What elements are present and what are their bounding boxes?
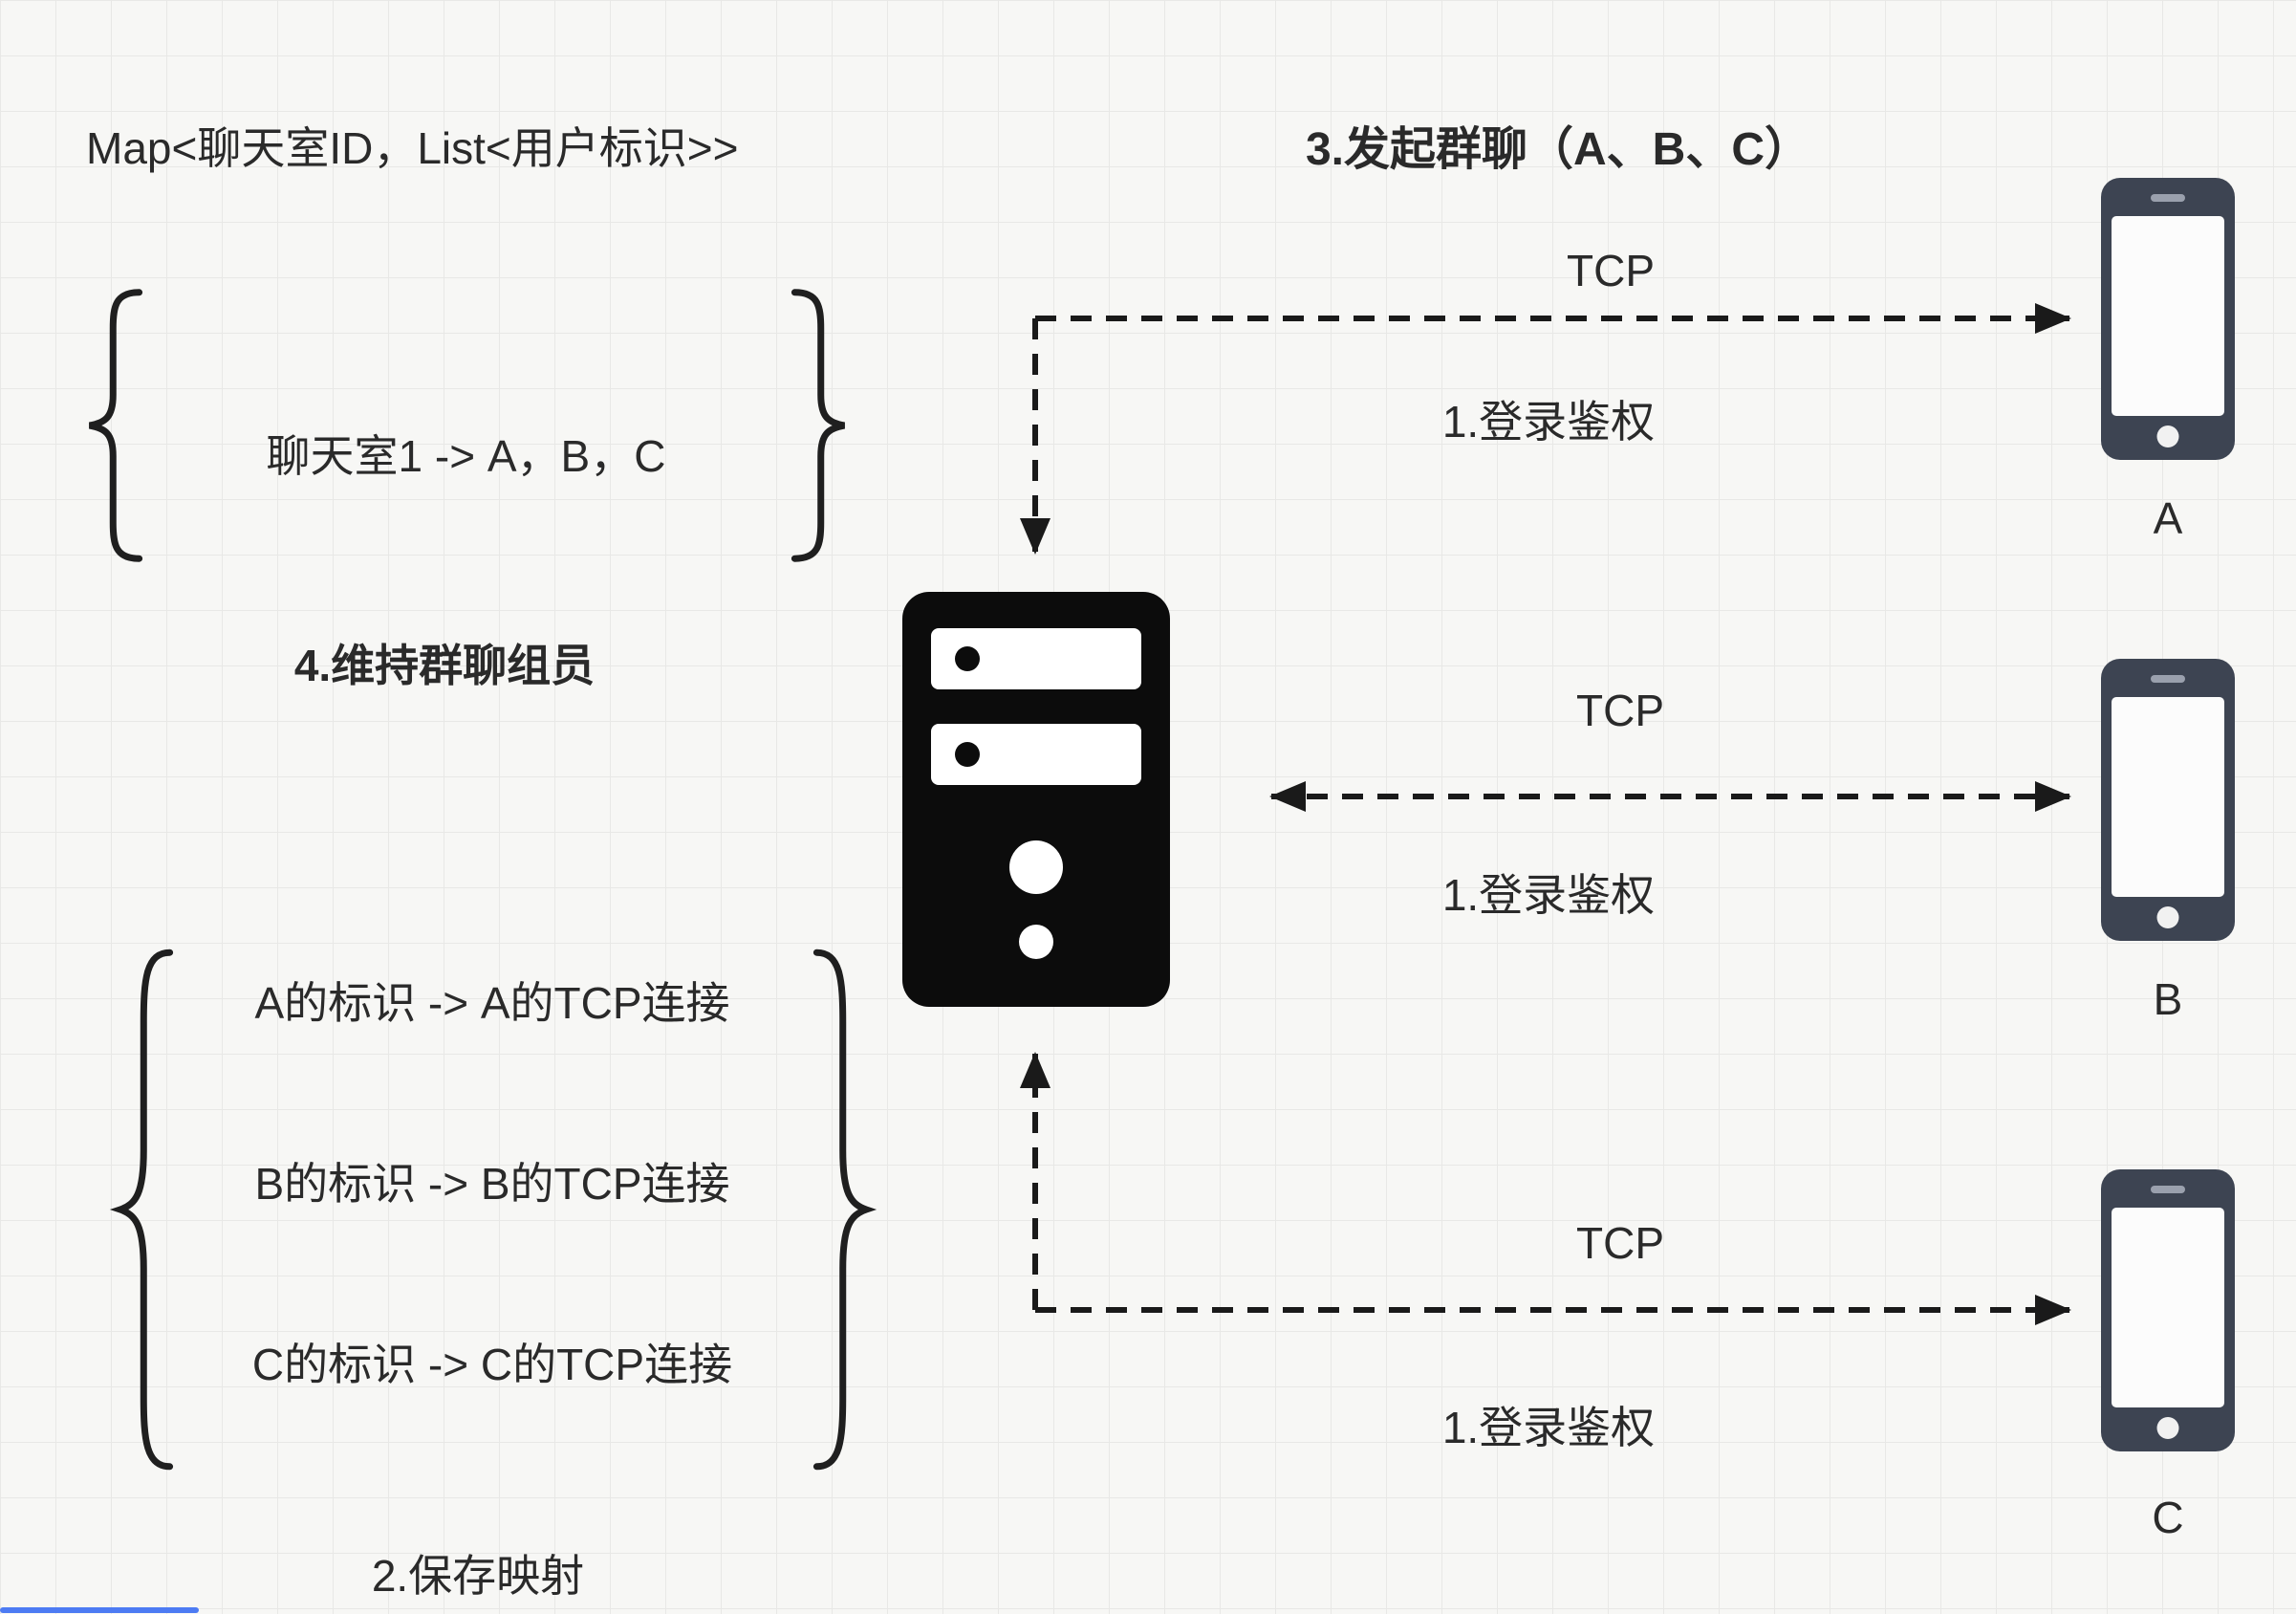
map-declaration: Map<聊天室ID，List<用户标识>>	[86, 123, 739, 173]
client-a-label: A	[2153, 493, 2183, 543]
phone-home-button-icon	[2156, 1417, 2179, 1439]
tcp-label-a: TCP	[1567, 246, 1655, 295]
server-icon	[902, 592, 1170, 1007]
tcp-label-b: TCP	[1576, 686, 1664, 735]
step4-label: 4.维持群聊组员	[293, 641, 596, 690]
mapping-entry-c: C的标识 -> C的TCP连接	[251, 1340, 733, 1389]
step3-label: 3.发起群聊（A、B、C）	[1305, 124, 1811, 175]
client-b-label: B	[2153, 974, 2183, 1024]
phone-home-button-icon	[2156, 425, 2179, 447]
phone-client-c	[2101, 1169, 2235, 1451]
phone-screen	[2112, 697, 2224, 897]
phone-home-button-icon	[2156, 906, 2179, 928]
phone-speaker-icon	[2151, 1186, 2185, 1193]
curly-brace-left-mapping	[107, 942, 185, 1477]
chatroom-entry: 聊天室1 -> A，B，C	[266, 431, 666, 481]
auth-label-c: 1.登录鉴权	[1441, 1403, 1656, 1452]
phone-client-b	[2101, 659, 2235, 941]
curly-brace-right-mapping	[801, 942, 879, 1477]
phone-client-a	[2101, 178, 2235, 460]
auth-label-a: 1.登录鉴权	[1441, 397, 1656, 447]
auth-label-b: 1.登录鉴权	[1441, 870, 1656, 920]
phone-speaker-icon	[2151, 675, 2185, 683]
curly-brace-left-chatroom	[76, 287, 155, 564]
mapping-entry-b: B的标识 -> B的TCP连接	[254, 1159, 730, 1209]
tcp-label-c: TCP	[1576, 1218, 1664, 1268]
step2-label: 2.保存映射	[371, 1551, 585, 1601]
phone-screen	[2112, 216, 2224, 416]
phone-screen	[2112, 1208, 2224, 1407]
client-c-label: C	[2152, 1493, 2184, 1542]
phone-speaker-icon	[2151, 194, 2185, 202]
blue-line-fragment	[0, 1607, 199, 1613]
mapping-entry-a: A的标识 -> A的TCP连接	[254, 978, 730, 1028]
curly-brace-right-chatroom	[779, 287, 857, 564]
